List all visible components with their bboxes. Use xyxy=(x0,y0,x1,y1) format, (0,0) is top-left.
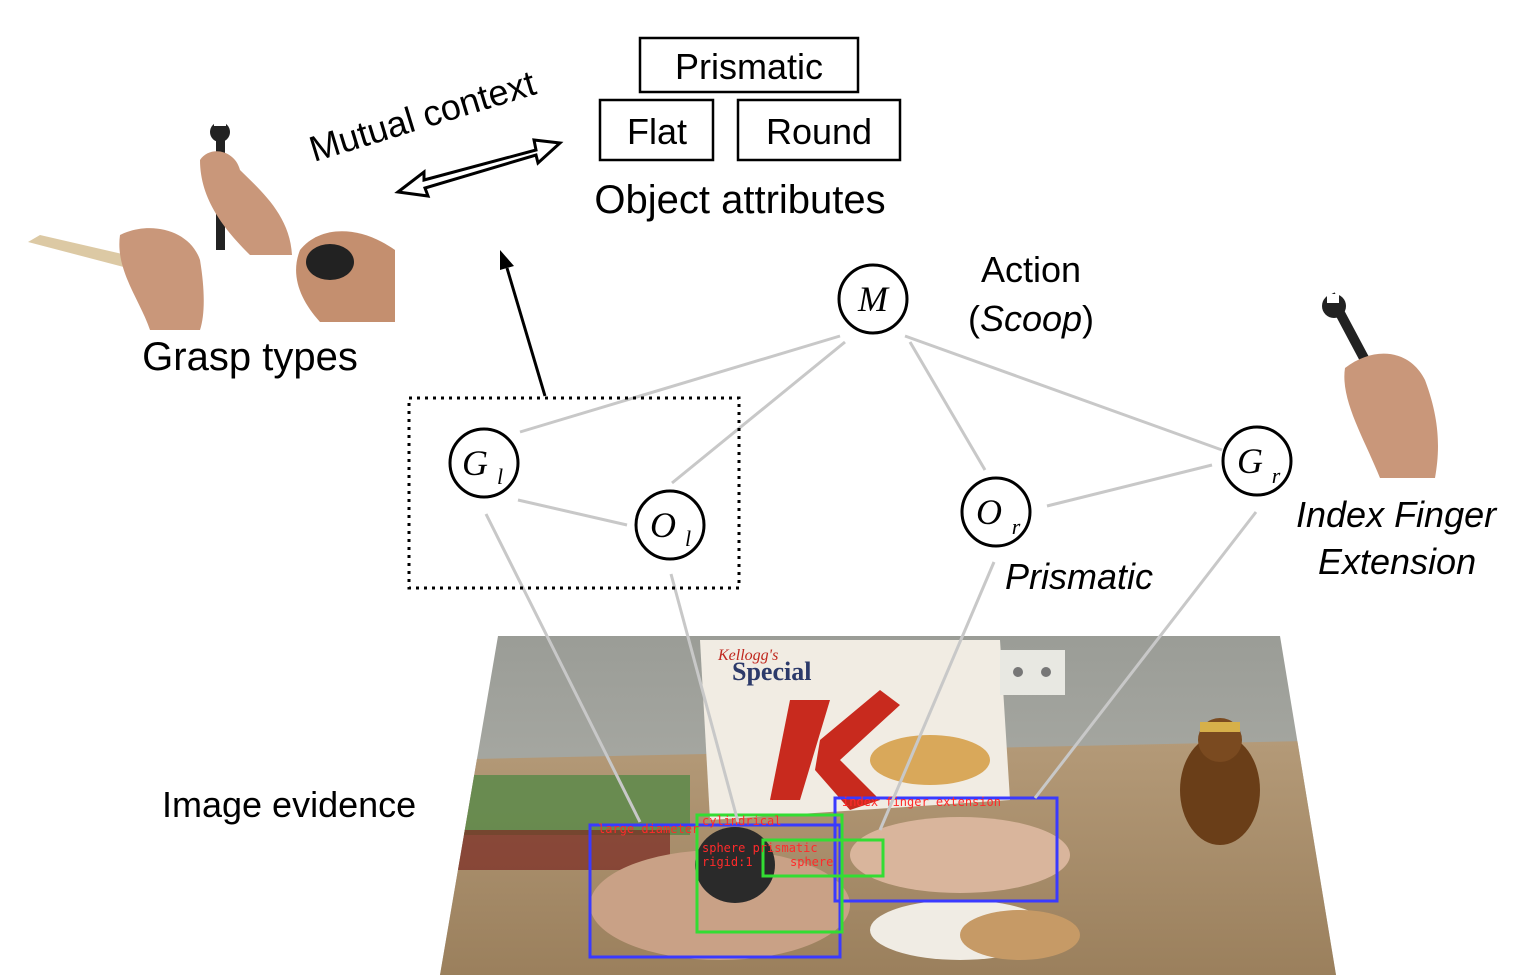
attribute-flat-label: Flat xyxy=(627,111,687,152)
attribute-prismatic: Prismatic xyxy=(638,36,860,94)
index-finger-line2: Extension xyxy=(1318,541,1476,582)
object-attributes-label: Object attributes xyxy=(594,178,885,222)
held-cup xyxy=(695,827,775,903)
hud-object-1: cylindrical xyxy=(702,814,781,828)
index-finger-line1: Index Finger xyxy=(1296,494,1498,535)
edge-ol-evidence xyxy=(669,573,740,823)
left-object-box xyxy=(695,813,844,934)
honey-bear xyxy=(1180,718,1260,845)
node-ol-subscript: l xyxy=(685,526,691,551)
node-m: M xyxy=(837,263,909,335)
node-gr-symbol: G xyxy=(1237,441,1263,481)
attribute-round-label: Round xyxy=(766,111,872,152)
edge-gl-evidence xyxy=(484,513,642,823)
edge-m-or xyxy=(908,341,987,471)
grasp-photo-index-finger xyxy=(1322,292,1438,478)
node-or: O r xyxy=(960,476,1032,548)
hud-object-3: rigid:1 xyxy=(702,855,753,869)
hud-right-hand: index finger extension xyxy=(842,795,1001,809)
grasp-photo-ball xyxy=(296,231,395,322)
node-ol: O l xyxy=(634,489,706,561)
node-or-symbol: O xyxy=(976,492,1002,532)
node-gl: G l xyxy=(448,427,520,499)
left-hand-group-box xyxy=(407,396,741,590)
right-hand-box xyxy=(833,796,1059,903)
grasp-types-label: Grasp types xyxy=(142,335,358,379)
grasp-photo-wrench xyxy=(200,118,292,255)
grasp-photo-stick xyxy=(28,228,204,330)
cereal-name: Special xyxy=(732,657,811,686)
node-ol-symbol: O xyxy=(650,505,676,545)
node-m-symbol: M xyxy=(857,279,890,319)
node-gr: G r xyxy=(1221,425,1293,497)
mutual-context-arrow xyxy=(394,138,564,198)
image-evidence-label: Image evidence xyxy=(162,784,416,825)
cereal-box: Kellogg's Special xyxy=(700,640,1010,820)
node-gl-symbol: G xyxy=(462,443,488,483)
attribute-round: Round xyxy=(736,98,902,162)
action-open-paren: ( xyxy=(968,298,980,339)
cereal-k-logo xyxy=(770,700,830,800)
hud-object-2: sphere prismatic xyxy=(702,841,818,855)
edge-or-gr xyxy=(1046,463,1213,508)
action-close-paren: ) xyxy=(1082,298,1094,339)
graph-edges xyxy=(484,334,1258,831)
node-or-subscript: r xyxy=(1012,514,1021,539)
edge-m-gr xyxy=(904,334,1223,452)
image-evidence-photo: Kellogg's Special large diameter cylindr… xyxy=(440,636,1336,975)
edge-or-evidence xyxy=(878,561,996,831)
right-object-box xyxy=(761,838,885,878)
attribute-prismatic-label: Prismatic xyxy=(675,46,823,87)
edge-m-gl xyxy=(519,334,841,434)
cereal-brand: Kellogg's xyxy=(717,647,778,664)
prismatic-attribute-label: Prismatic xyxy=(1005,556,1153,597)
action-title: Action xyxy=(981,249,1081,290)
edge-m-ol xyxy=(671,340,846,485)
action-name-line: (Scoop) xyxy=(968,298,1094,339)
hud-object-right: sphere xyxy=(790,855,833,869)
left-hand-box xyxy=(588,823,842,959)
hud-left-hand: large diameter xyxy=(598,822,699,836)
node-gl-subscript: l xyxy=(497,464,503,489)
node-gr-subscript: r xyxy=(1272,463,1281,488)
mutual-context-label: Mutual context xyxy=(304,62,540,170)
action-name: Scoop xyxy=(980,298,1082,339)
attribute-flat: Flat xyxy=(598,98,715,162)
up-arrow xyxy=(500,250,547,397)
edge-gl-ol xyxy=(517,498,628,527)
edge-gr-evidence xyxy=(1033,511,1258,799)
right-hand xyxy=(850,817,1070,893)
